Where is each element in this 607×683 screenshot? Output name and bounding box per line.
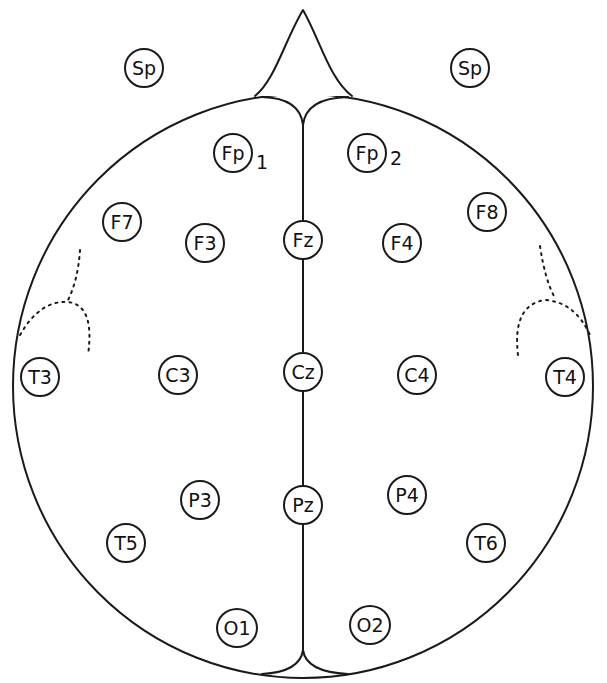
electrode-circle: Fp2: [347, 133, 387, 173]
electrode-circle: O1: [216, 608, 258, 648]
electrode-circle: Fp1: [213, 133, 253, 173]
nose: [255, 10, 352, 96]
electrode-label: F7: [110, 213, 133, 232]
ear-dotted-line: [517, 300, 590, 355]
electrode-label: F4: [390, 234, 413, 253]
electrode-label: P4: [395, 486, 419, 505]
ear-dotted-line: [540, 246, 555, 298]
inion-bracket: [262, 650, 348, 674]
electrode-circle: Fz: [283, 220, 323, 260]
electrode-circle: P4: [387, 475, 427, 515]
electrode-circle: F4: [382, 223, 422, 263]
electrode-circle: F3: [185, 223, 225, 263]
ear-dotted-line: [20, 302, 89, 355]
electrode-label: P3: [188, 491, 212, 510]
connector-line: [302, 392, 304, 485]
electrode-circle: C4: [397, 355, 437, 395]
electrode-index: 1: [256, 153, 268, 172]
electrode-circle: P3: [180, 480, 220, 520]
midline-connector: [303, 392, 304, 485]
electrode-label: O2: [356, 616, 383, 635]
electrode-index: 2: [390, 149, 402, 168]
electrode-circle: O2: [349, 605, 391, 645]
electrode-label: Fz: [293, 231, 314, 250]
nasion-bracket: [262, 97, 348, 125]
electrode-label: Fp: [356, 144, 379, 163]
electrode-circle: C3: [158, 355, 198, 395]
electrode-label: Sp: [458, 59, 482, 78]
electrode-label: F3: [193, 234, 216, 253]
electrode-label: C3: [165, 366, 190, 385]
electrode-circle: Sp: [124, 48, 164, 88]
electrode-circle: Pz: [283, 485, 323, 525]
head-outline: [13, 94, 593, 678]
electrode-circle: F8: [467, 192, 507, 232]
midline: [302, 125, 304, 220]
midline-connector: [303, 260, 304, 352]
electrode-circle: Cz: [283, 352, 323, 392]
electrode-circle: T5: [106, 523, 146, 563]
electrode-circle: T6: [466, 523, 506, 563]
electrode-circle: T4: [545, 357, 585, 397]
electrode-label: Cz: [291, 363, 314, 382]
electrode-label: F8: [475, 203, 498, 222]
electrode-label: T6: [474, 534, 498, 553]
connector-line: [302, 260, 304, 352]
electrode-circle: Sp: [450, 48, 490, 88]
electrode-label: T4: [553, 368, 577, 387]
electrode-label: O1: [223, 619, 250, 638]
electrode-label: Fp: [222, 144, 245, 163]
electrode-circle: T3: [20, 357, 60, 397]
midline: [302, 525, 304, 650]
electrode-label: T5: [114, 534, 138, 553]
electrode-label: Sp: [132, 59, 156, 78]
electrode-label: C4: [404, 366, 429, 385]
electrode-circle: F7: [102, 202, 142, 242]
electrode-label: T3: [28, 368, 52, 387]
ear-dotted-line: [68, 250, 80, 300]
electrode-label: Pz: [292, 496, 313, 515]
